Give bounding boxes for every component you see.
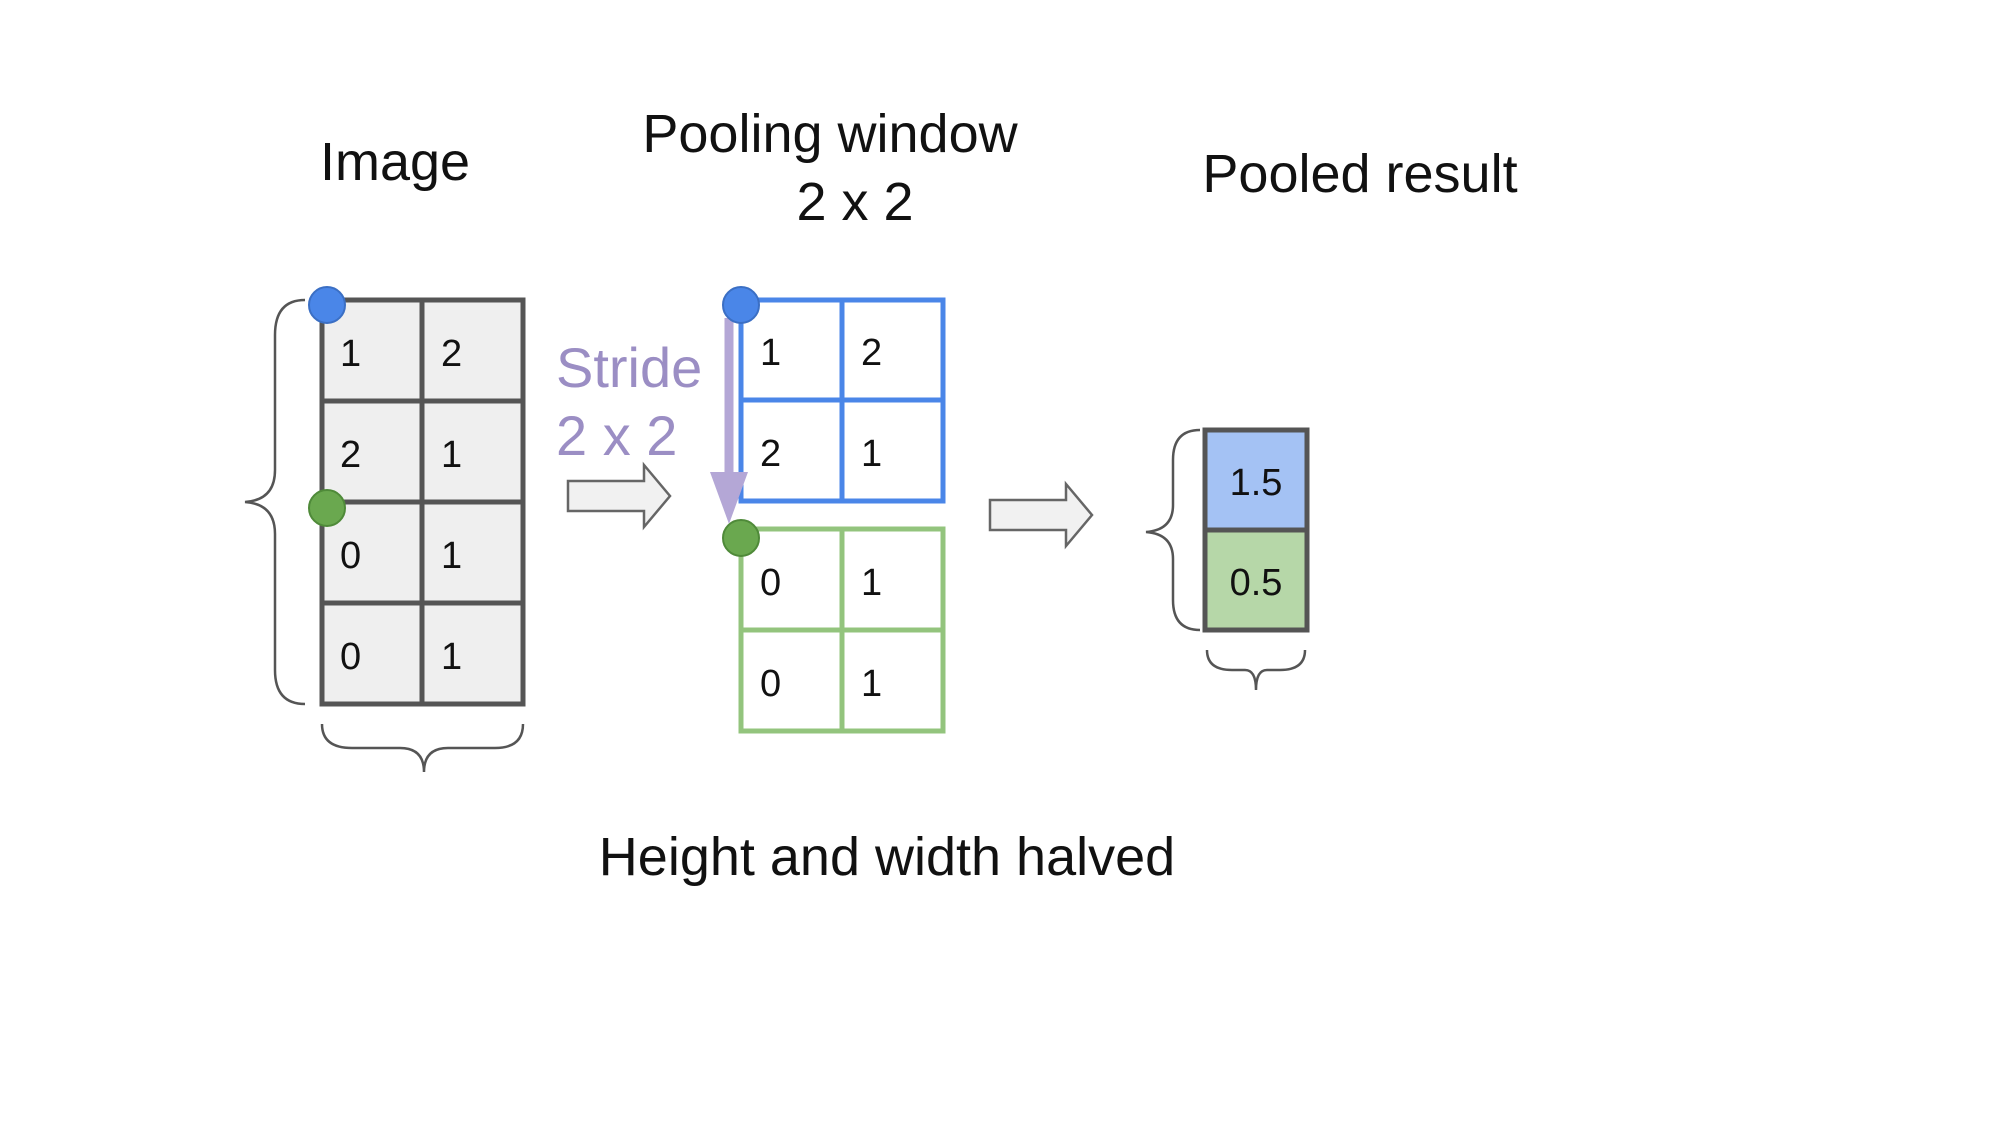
image-width-brace — [320, 723, 525, 773]
image-cell-2-0: 0 — [340, 535, 361, 577]
window-top-cell-1-1: 1 — [861, 433, 882, 475]
image-green-dot — [308, 489, 346, 527]
pooled-cell-bottom — [1202, 527, 1310, 633]
pooled-height-brace — [1145, 428, 1201, 632]
image-grid: 1 2 2 1 0 1 0 1 — [319, 297, 526, 707]
stride-arrow-down-icon — [710, 472, 748, 524]
window-top-cell-0-0: 1 — [760, 332, 781, 374]
pooling-window-size: 2 x 2 — [796, 172, 913, 232]
caption: Height and width halved — [599, 827, 1175, 887]
image-cell-2-1: 1 — [441, 535, 462, 577]
pooled-value-0: 1.5 — [1230, 462, 1283, 504]
arrow-right-icon — [566, 461, 672, 531]
window-bottom-cell-0-0: 0 — [760, 562, 781, 604]
pooled-result: 1.5 0.5 — [1202, 427, 1310, 633]
window-bottom-cell-1-1: 1 — [861, 663, 882, 705]
window-green-dot — [722, 519, 760, 557]
pooled-width-brace — [1205, 649, 1307, 691]
image-blue-dot — [308, 286, 346, 324]
image-cell-0-1: 2 — [441, 333, 462, 375]
image-title: Image — [320, 132, 470, 192]
pooling-window-title: Pooling window — [642, 104, 1018, 164]
window-top-cell-0-1: 2 — [861, 332, 882, 374]
pooled-value-1: 0.5 — [1230, 562, 1283, 604]
pooled-cell-top — [1202, 427, 1310, 533]
image-cell-1-0: 2 — [340, 434, 361, 476]
image-cell-3-1: 1 — [441, 636, 462, 678]
pooling-window-top: 1 2 2 1 — [738, 297, 946, 504]
image-cell-3-0: 0 — [340, 636, 361, 678]
stride-label: Stride — [556, 336, 702, 399]
window-top-cell-1-0: 2 — [760, 433, 781, 475]
pooled-result-title: Pooled result — [1202, 144, 1517, 204]
arrow-right-icon — [988, 480, 1094, 550]
window-blue-dot — [722, 286, 760, 324]
image-cell-1-1: 1 — [441, 434, 462, 476]
window-bottom-cell-1-0: 0 — [760, 663, 781, 705]
window-bottom-cell-0-1: 1 — [861, 562, 882, 604]
image-height-brace — [244, 298, 306, 706]
stride-size: 2 x 2 — [556, 404, 677, 467]
image-cell-0-0: 1 — [340, 333, 361, 375]
pooling-window-bottom: 0 1 0 1 — [738, 526, 946, 734]
